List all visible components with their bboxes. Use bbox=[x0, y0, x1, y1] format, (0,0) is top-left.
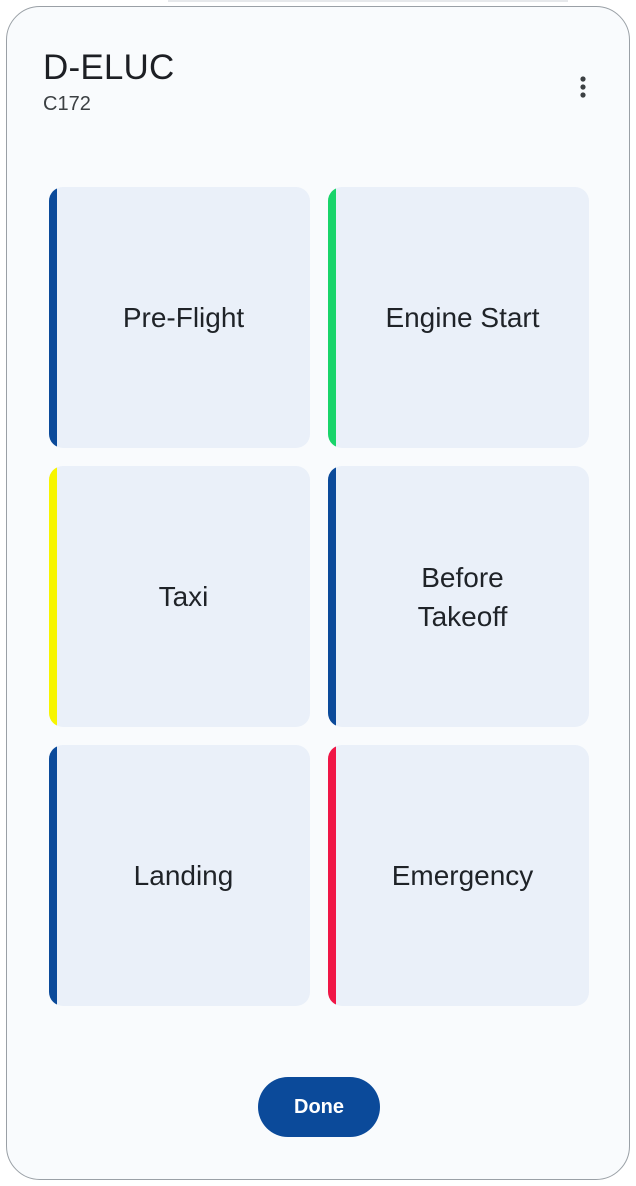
checklist-tile-pre-flight[interactable]: Pre-Flight bbox=[49, 187, 310, 448]
more-vertical-icon bbox=[580, 76, 586, 98]
tile-color-stripe bbox=[328, 187, 336, 448]
header: D-ELUC C172 bbox=[43, 47, 609, 127]
checklist-tile-taxi[interactable]: Taxi bbox=[49, 466, 310, 727]
checklist-tile-emergency[interactable]: Emergency bbox=[328, 745, 589, 1006]
tile-label: Taxi bbox=[158, 581, 209, 612]
more-options-button[interactable] bbox=[561, 65, 605, 109]
tile-color-stripe bbox=[49, 745, 57, 1006]
tile-label: Pre-Flight bbox=[122, 302, 245, 333]
checklist-tile-landing[interactable]: Landing bbox=[49, 745, 310, 1006]
tile-color-stripe bbox=[49, 187, 57, 448]
tile-label: Before Takeoff bbox=[417, 561, 508, 632]
checklist-grid: Pre-Flight Engine Start Taxi Before Take… bbox=[49, 187, 589, 1006]
done-button[interactable]: Done bbox=[258, 1077, 380, 1137]
tile-color-stripe bbox=[328, 466, 336, 727]
checklist-tile-before-takeoff[interactable]: Before Takeoff bbox=[328, 466, 589, 727]
tile-color-stripe bbox=[49, 466, 57, 727]
checklist-tile-engine-start[interactable]: Engine Start bbox=[328, 187, 589, 448]
aircraft-registration: D-ELUC bbox=[43, 48, 175, 87]
top-edge-shade bbox=[168, 0, 568, 2]
tile-label: Engine Start bbox=[385, 302, 540, 333]
tile-label: Emergency bbox=[391, 860, 534, 891]
tile-label: Landing bbox=[133, 860, 234, 891]
aircraft-type: C172 bbox=[43, 93, 91, 115]
tile-color-stripe bbox=[328, 745, 336, 1006]
app-window: D-ELUC C172 Pre-Flight Engine Start Taxi… bbox=[6, 6, 630, 1180]
